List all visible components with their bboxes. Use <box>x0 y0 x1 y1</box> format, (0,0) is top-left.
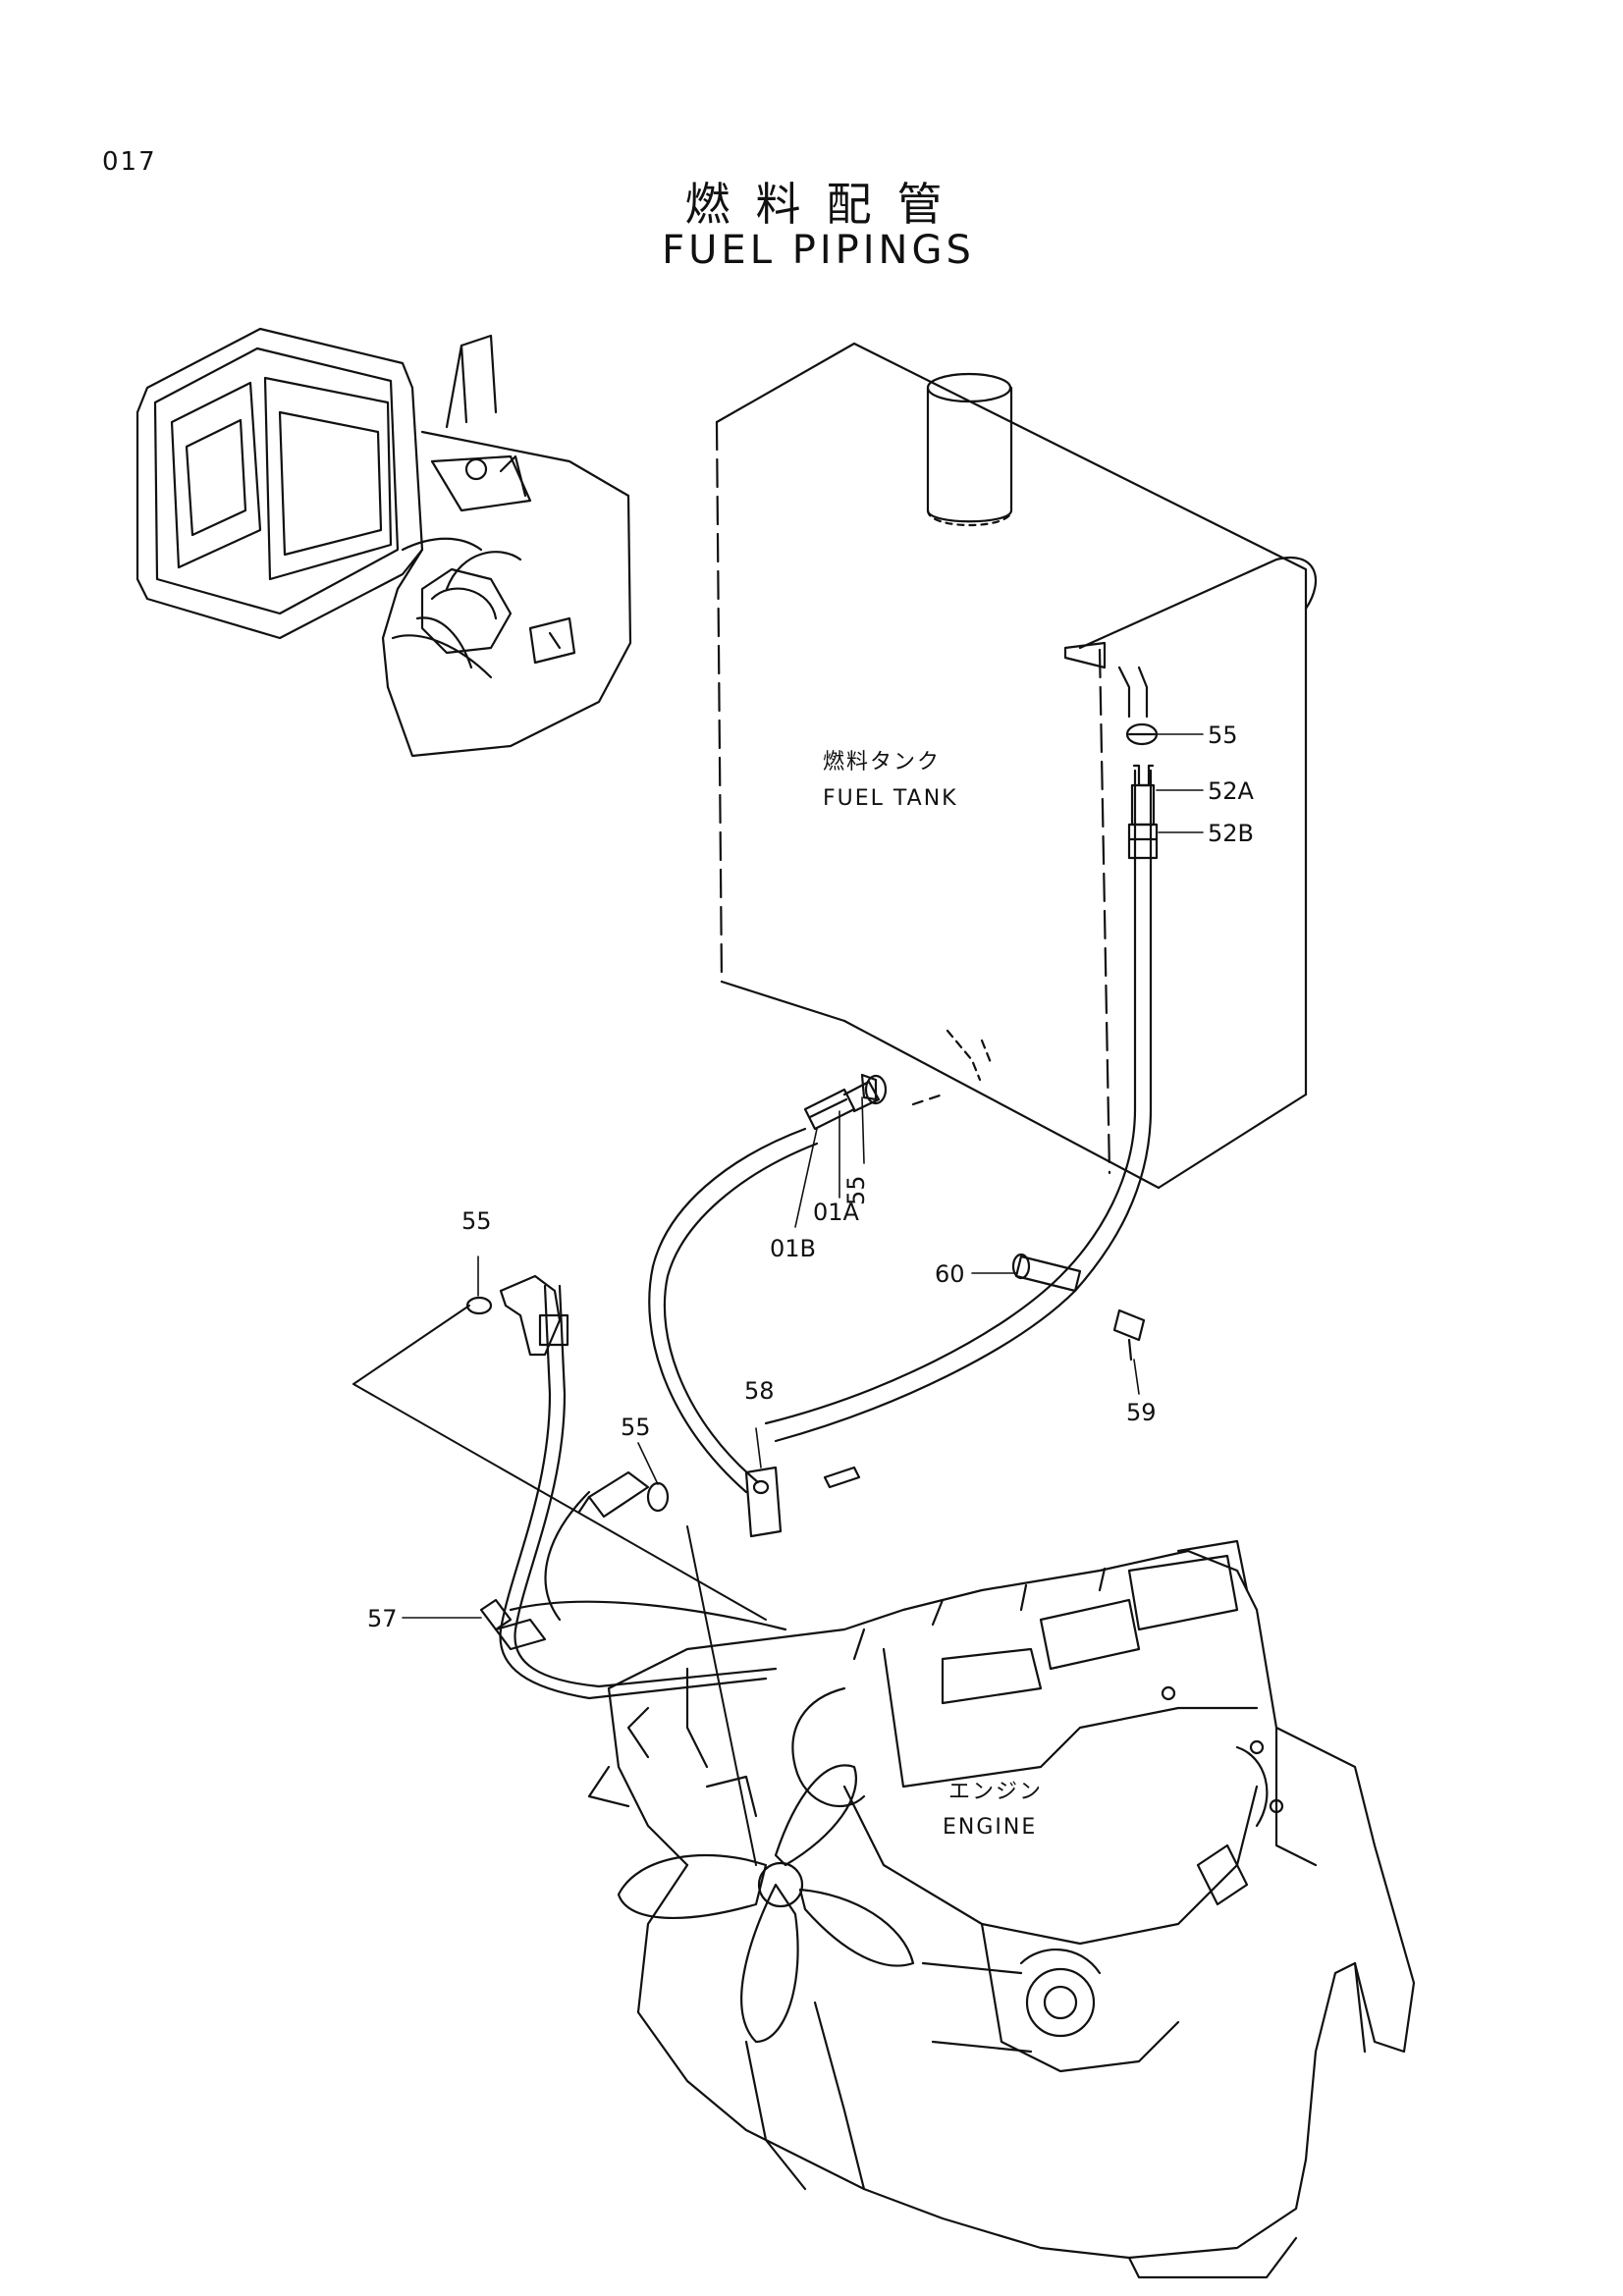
fuel-tank-illustration <box>715 342 1318 1190</box>
title-english: FUEL PIPINGS <box>662 228 975 273</box>
callout-58: 58 <box>744 1377 775 1405</box>
callout-55-top: 55 <box>1208 721 1238 749</box>
callout-01b: 01B <box>770 1235 816 1262</box>
callout-59: 59 <box>1126 1399 1157 1426</box>
fittings <box>352 722 1159 1866</box>
callout-leader-lines <box>402 733 1204 1619</box>
fuel-hoses <box>499 769 1153 1700</box>
engine-label-jp: エンジン <box>948 1780 1043 1804</box>
engine-fan <box>617 1764 915 2191</box>
callout-52b: 52B <box>1208 820 1254 847</box>
page-number: 017 <box>102 147 157 177</box>
callout-55-left: 55 <box>461 1207 492 1235</box>
callout-60: 60 <box>935 1260 965 1288</box>
callout-55-middle: 55 <box>621 1414 651 1441</box>
fuel-tank-label-en: FUEL TANK <box>823 786 958 811</box>
engine-illustration <box>587 1539 1416 2279</box>
callout-52a: 52A <box>1208 777 1255 805</box>
title-japanese: 燃料配管 <box>684 178 968 231</box>
callout-57: 57 <box>367 1605 398 1632</box>
callout-55-tank: 55 <box>842 1175 870 1205</box>
excavator-overview-illustration <box>135 327 632 758</box>
engine-label-en: ENGINE <box>943 1815 1037 1840</box>
callout-01a: 01A <box>813 1199 860 1226</box>
fuel-tank-label-jp: 燃料タンク <box>823 750 941 774</box>
